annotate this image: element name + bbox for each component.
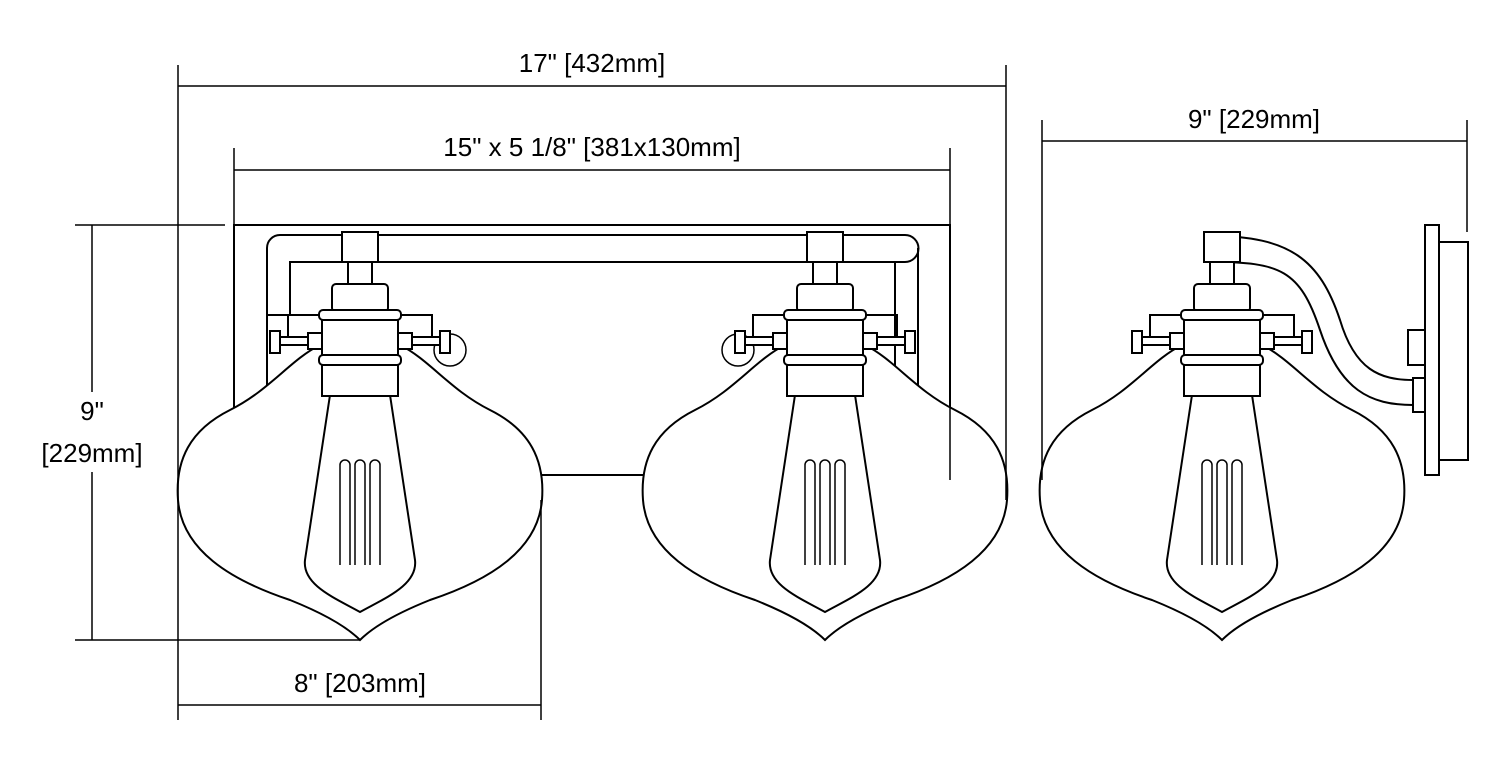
height-mm-label: [229mm] — [41, 438, 142, 468]
dimension-lines — [75, 65, 1468, 720]
shade-width-label: 8" [203mm] — [294, 668, 426, 698]
height-in-label: 9" — [80, 396, 104, 426]
depth-label: 9" [229mm] — [1188, 104, 1320, 134]
lamp-right — [641, 231, 1009, 641]
overall-width-label: 17" [432mm] — [519, 48, 666, 78]
lamp-left — [176, 231, 544, 641]
backplate-label: 15" x 5 1/8" [381x130mm] — [443, 132, 740, 162]
front-view — [176, 224, 1009, 641]
lamp-side — [1038, 231, 1406, 641]
side-view — [1038, 224, 1469, 641]
